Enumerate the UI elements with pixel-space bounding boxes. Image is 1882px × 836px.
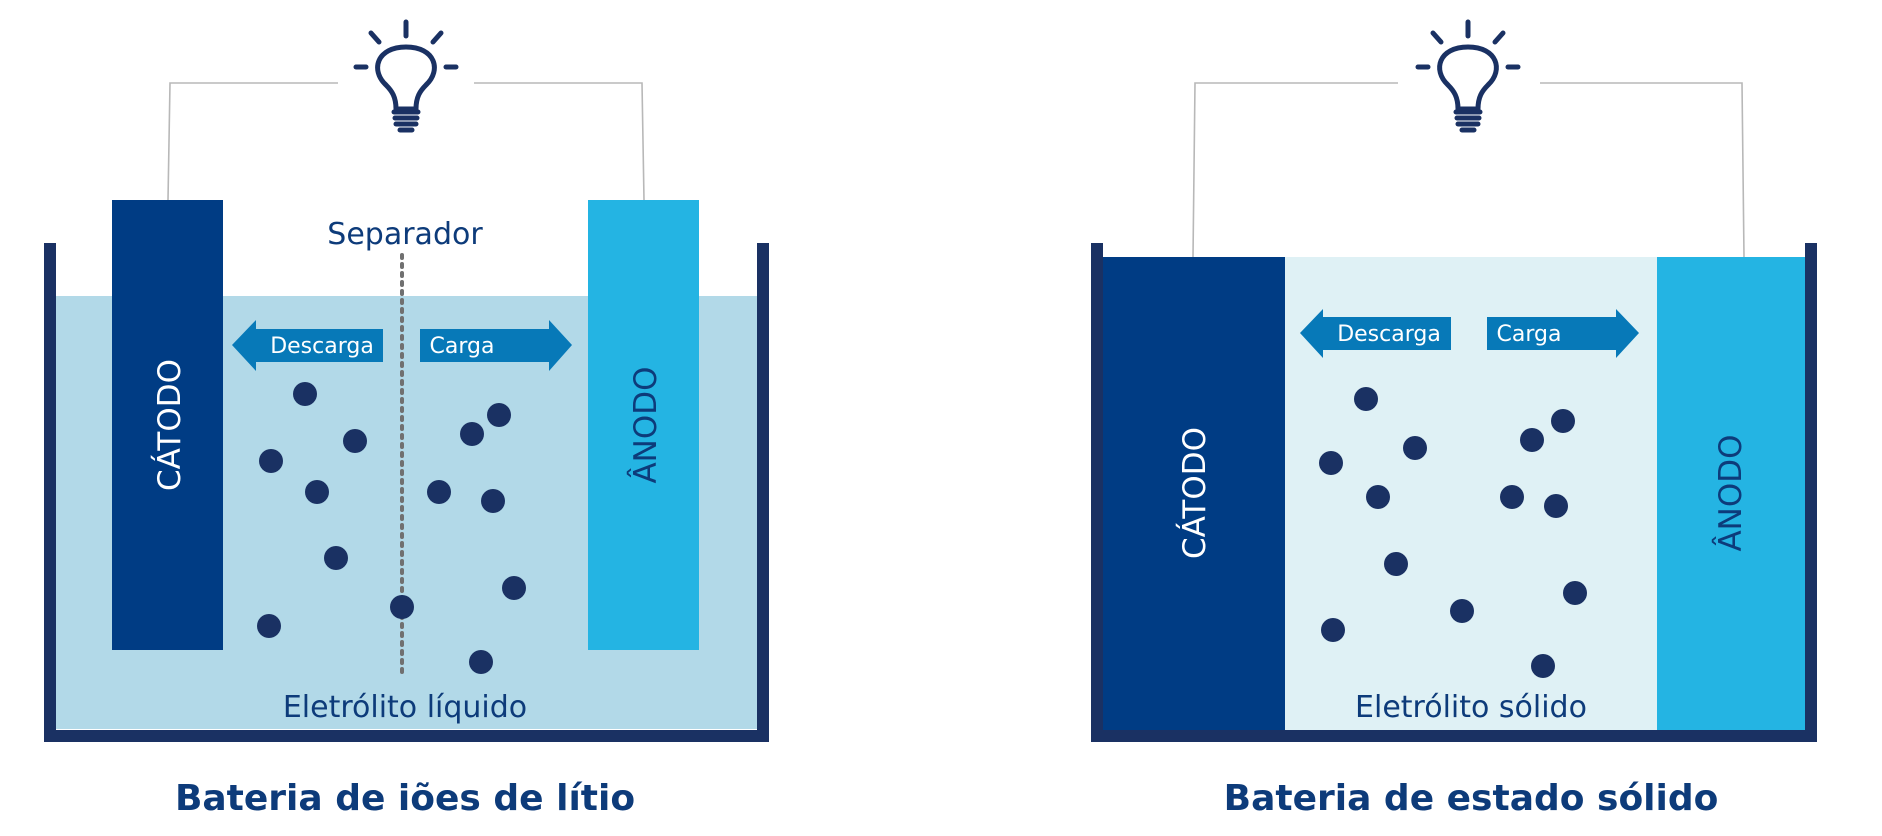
ion <box>481 489 505 513</box>
charge-arrow: Carga <box>420 320 572 371</box>
ion <box>460 422 484 446</box>
ion <box>1366 485 1390 509</box>
ion <box>1450 599 1474 623</box>
ion <box>259 449 283 473</box>
lithium-ions <box>257 382 526 674</box>
discharge-arrow: Descarga <box>232 320 383 371</box>
discharge-label: Descarga <box>1337 322 1441 347</box>
ion <box>427 480 451 504</box>
anode-label: ÂNODO <box>1713 434 1749 551</box>
lightbulb-icon <box>356 22 456 130</box>
cathode-label: CÁTODO <box>1177 427 1213 559</box>
wire-left <box>167 82 338 201</box>
ion <box>1354 387 1378 411</box>
ion <box>343 429 367 453</box>
ion <box>1544 494 1568 518</box>
ion <box>1321 618 1345 642</box>
electrolyte-label: Eletrólito líquido <box>283 690 527 725</box>
wire-right <box>474 82 645 201</box>
liquid-battery-caption: Bateria de iões de lítio <box>174 778 636 819</box>
discharge-label: Descarga <box>270 334 374 359</box>
wire-right <box>1540 82 1745 258</box>
charge-arrow: Carga <box>1487 309 1639 358</box>
ion <box>1319 451 1343 475</box>
ion <box>1403 436 1427 460</box>
ion <box>1520 428 1544 452</box>
charge-label: Carga <box>1497 322 1562 347</box>
ion <box>502 576 526 600</box>
ion <box>487 403 511 427</box>
electrolyte-label: Eletrólito sólido <box>1355 690 1587 725</box>
cathode-plate <box>112 200 223 650</box>
ion <box>305 480 329 504</box>
container <box>44 243 769 742</box>
ion <box>1531 654 1555 678</box>
solid-battery-caption: Bateria de estado sólido <box>1223 778 1719 819</box>
anode-label: ÂNODO <box>628 366 664 483</box>
lithium-ions <box>1319 387 1587 678</box>
solid-state-battery: CÁTODO ÂNODO Descarga Carga Eletrólito s… <box>1091 22 1817 742</box>
cathode-plate <box>1103 257 1285 730</box>
ion <box>324 546 348 570</box>
ion <box>1500 485 1524 509</box>
separator-label: Separador <box>327 217 483 252</box>
ion <box>1551 409 1575 433</box>
cathode-label: CÁTODO <box>152 359 188 491</box>
ion <box>293 382 317 406</box>
anode-plate <box>588 200 699 650</box>
ion <box>469 650 493 674</box>
anode-plate <box>1657 257 1805 730</box>
discharge-arrow: Descarga <box>1300 309 1451 358</box>
ion <box>390 595 414 619</box>
ion <box>1384 552 1408 576</box>
container <box>1091 243 1817 742</box>
ion <box>1563 581 1587 605</box>
ion <box>257 614 281 638</box>
charge-label: Carga <box>430 334 495 359</box>
wire-left <box>1192 82 1398 258</box>
lightbulb-icon <box>1418 22 1518 130</box>
liquid-battery: Separador CÁTODO ÂNODO Descarga Carga <box>44 22 769 742</box>
